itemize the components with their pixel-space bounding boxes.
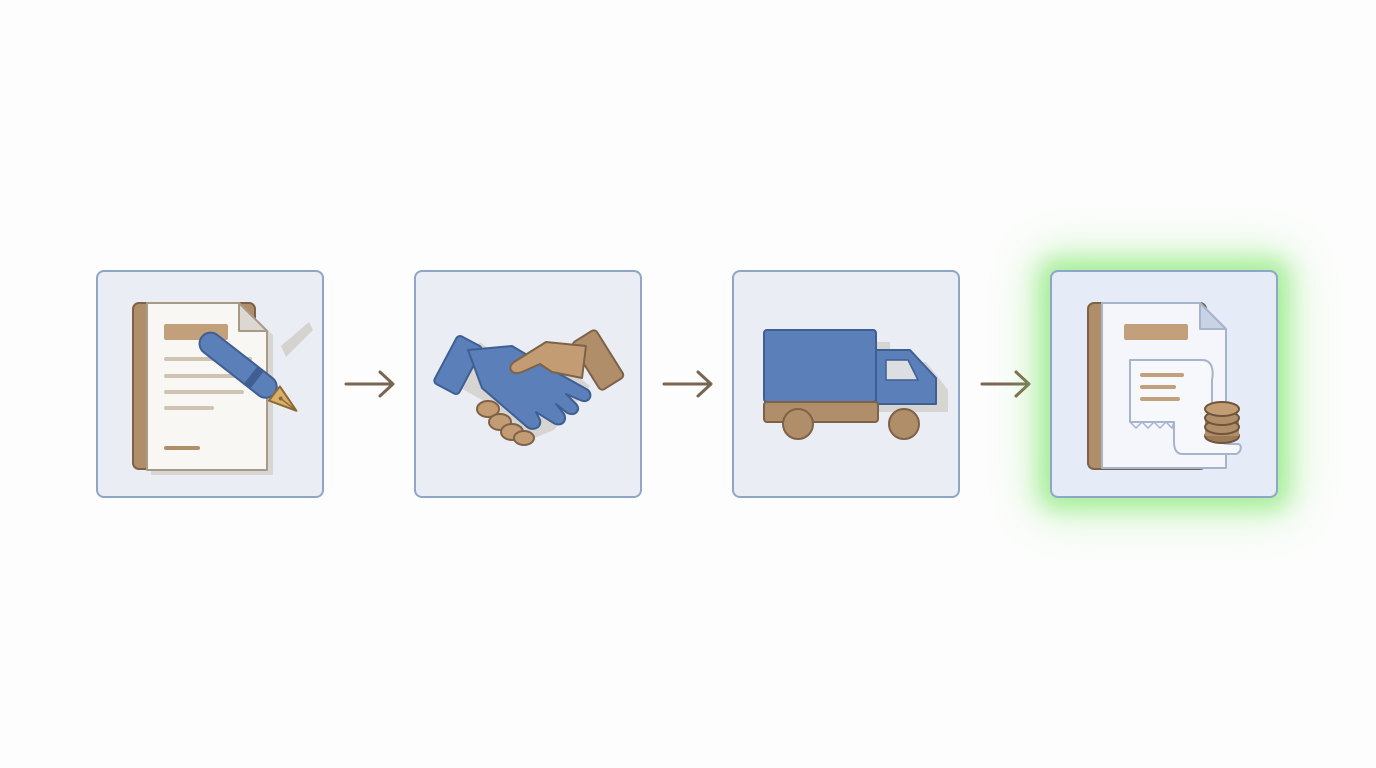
step-contract: [96, 270, 324, 498]
flow-arrow-2: [660, 368, 716, 400]
step-agreement: [414, 270, 642, 498]
handshake-icon: [433, 329, 625, 446]
step-invoice: [1050, 270, 1278, 498]
flow-arrow-1: [342, 368, 398, 400]
delivery-truck-icon: [763, 329, 948, 440]
flow-arrow-3: [978, 368, 1034, 400]
contract-signing-icon: [132, 302, 313, 475]
step-delivery: [732, 270, 960, 498]
invoice-payment-icon: [1087, 302, 1242, 470]
